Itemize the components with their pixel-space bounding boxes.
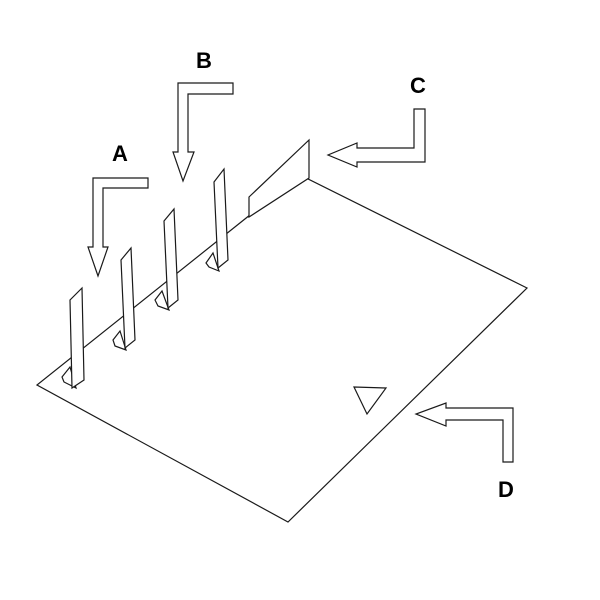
tab-3-clip: [154, 289, 171, 312]
tab-1-post: [69, 286, 85, 390]
label-c: C: [410, 73, 426, 98]
base-plate: [35, 174, 529, 523]
arrow-a: [87, 177, 149, 278]
arrow-b: [172, 82, 234, 183]
tab-4-clip: [205, 251, 220, 273]
tab-2-post: [120, 246, 136, 350]
label-a: A: [112, 141, 128, 166]
tab-3: [154, 207, 179, 312]
label-d: D: [498, 477, 514, 502]
tab-2: [112, 246, 136, 351]
hinge-strip: [248, 138, 310, 219]
arrow-c: [326, 108, 426, 168]
tab-4-post: [213, 167, 229, 270]
triangle-marker: [353, 386, 388, 416]
tab-2-clip: [112, 329, 127, 351]
label-b: B: [196, 48, 212, 73]
tab-3-post: [163, 207, 179, 310]
tab-4: [205, 167, 229, 273]
tab-1: [61, 286, 85, 390]
arrow-d: [414, 402, 514, 463]
